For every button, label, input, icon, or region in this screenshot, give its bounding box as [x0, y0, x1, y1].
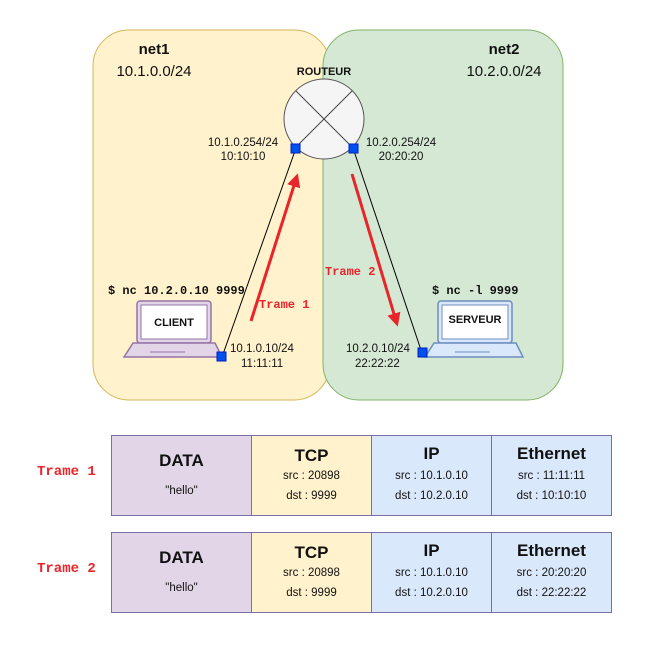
client-command: $ nc 10.2.0.10 9999 [108, 284, 245, 298]
link-router-server [352, 147, 423, 354]
frame2-ip-dst: dst : 10.2.0.10 [395, 587, 468, 599]
frame2-data-cell: DATA "hello" [111, 532, 252, 613]
router-right-mac: 20:20:20 [379, 151, 424, 163]
frame2-ip-src: src : 10.1.0.10 [395, 567, 468, 579]
frame1-ethernet-title: Ethernet [517, 444, 586, 463]
server-laptop-icon [423, 300, 525, 358]
router-icon [283, 78, 365, 160]
frame2-ethernet-cell: Ethernet src : 20:20:20 dst : 22:22:22 [491, 532, 612, 613]
frame1-tcp-cell: TCP src : 20898 dst : 9999 [251, 435, 372, 516]
server-iface [417, 347, 428, 358]
client-ip: 10.1.0.10/24 [230, 343, 295, 355]
frame1-ip-dst: dst : 10.2.0.10 [395, 490, 468, 502]
client-mac: 11:11:11 [241, 358, 283, 370]
trame2-arrow [350, 173, 401, 327]
frame1-ethernet-dst: dst : 10:10:10 [516, 490, 587, 502]
net1-name: net1 [139, 41, 170, 58]
frame1-tcp-src: src : 20898 [283, 470, 340, 482]
link-client-router [221, 147, 297, 358]
frame2-ethernet-title: Ethernet [517, 541, 586, 560]
frame1-ip-cell: IP src : 10.1.0.10 dst : 10.2.0.10 [371, 435, 492, 516]
frame1-ethernet-src: src : 11:11:11 [517, 470, 586, 482]
frame1-ethernet-cell: Ethernet src : 11:11:11 dst : 10:10:10 [491, 435, 612, 516]
frame2-data-title: DATA [159, 548, 204, 567]
frame1-data-title: DATA [159, 451, 204, 470]
router-left-ip: 10.1.0.254/24 [208, 137, 279, 149]
router-right-iface [348, 143, 359, 154]
frame1-ip-title: IP [423, 444, 440, 463]
frame1-ip-src: src : 10.1.0.10 [395, 470, 468, 482]
router-left-mac: 10:10:10 [221, 151, 266, 163]
frame2-tcp-dst: dst : 9999 [286, 587, 337, 599]
trame2-arrow-label: Trame 2 [325, 265, 375, 279]
net1-cidr: 10.1.0.0/24 [116, 63, 191, 80]
network-diagram: net1 10.1.0.0/24 net2 10.2.0.0/24 ROUTEU… [92, 29, 564, 401]
router-label: ROUTEUR [297, 66, 351, 78]
net2-name: net2 [489, 41, 520, 58]
frame2-label: Trame 2 [37, 561, 96, 577]
frame1-data-value: "hello" [165, 485, 198, 497]
frame1-label: Trame 1 [37, 464, 96, 480]
frame2-ethernet-dst: dst : 22:22:22 [516, 587, 587, 599]
net2-cidr: 10.2.0.0/24 [466, 63, 541, 80]
router-right-ip: 10.2.0.254/24 [366, 137, 437, 149]
client-label: CLIENT [154, 317, 194, 329]
router-left-iface [290, 143, 301, 154]
client-laptop-icon [122, 300, 224, 358]
frame2-ethernet-src: src : 20:20:20 [516, 567, 587, 579]
frame2-data-value: "hello" [165, 582, 198, 594]
frame1-data-cell: DATA "hello" [111, 435, 252, 516]
frame2-tcp-src: src : 20898 [283, 567, 340, 579]
server-ip: 10.2.0.10/24 [346, 343, 411, 355]
frame2-ip-cell: IP src : 10.1.0.10 dst : 10.2.0.10 [371, 532, 492, 613]
frame1-tcp-dst: dst : 9999 [286, 490, 337, 502]
trame1-arrow [249, 173, 301, 322]
frame1-tcp-title: TCP [294, 446, 329, 465]
frame2-tcp-title: TCP [294, 543, 329, 562]
server-label: SERVEUR [449, 314, 502, 326]
server-command: $ nc -l 9999 [432, 284, 518, 298]
frame2-tcp-cell: TCP src : 20898 dst : 9999 [251, 532, 372, 613]
server-mac: 22:22:22 [355, 358, 400, 370]
client-iface [216, 351, 227, 362]
frame2-ip-title: IP [423, 541, 440, 560]
trame1-arrow-label: Trame 1 [259, 298, 309, 312]
